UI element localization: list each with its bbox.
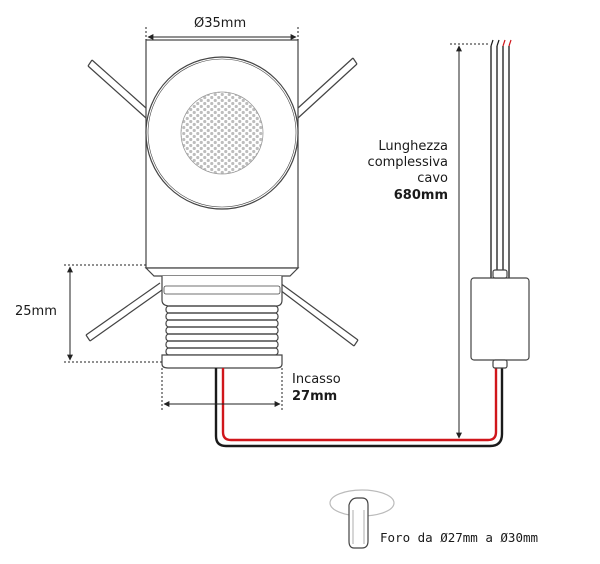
cable-length-label-1: Lunghezza [378, 139, 448, 154]
recess-body [161, 276, 283, 307]
recess-value: 27mm [292, 389, 338, 404]
hole-size-label: Foro da Ø27mm a Ø30mm [380, 530, 539, 545]
height-label: 25mm [15, 304, 57, 319]
wire-red [221, 360, 498, 442]
spring-clip-bottom-right [279, 282, 359, 347]
led-grille [180, 91, 264, 175]
cable-length-label-2: complessiva [367, 155, 448, 170]
fixture-flange [144, 267, 300, 277]
spring-clip-top-right [297, 57, 358, 119]
cable-length-label-3: cavo [417, 171, 448, 186]
hole-icon [329, 489, 395, 549]
wire-black [214, 360, 504, 448]
recess-label: Incasso [292, 372, 341, 387]
dimension-lines [64, 27, 490, 439]
spring-clip-top-left [87, 59, 147, 119]
diameter-label: Ø35mm [194, 16, 247, 31]
spring-clip-bottom-left [85, 282, 163, 342]
cable-length-value: 680mm [393, 188, 448, 203]
wires [214, 39, 512, 448]
heatsink-ribs [165, 305, 279, 356]
driver-box [470, 269, 530, 369]
fixture-base [161, 354, 283, 369]
fixture [85, 39, 359, 369]
